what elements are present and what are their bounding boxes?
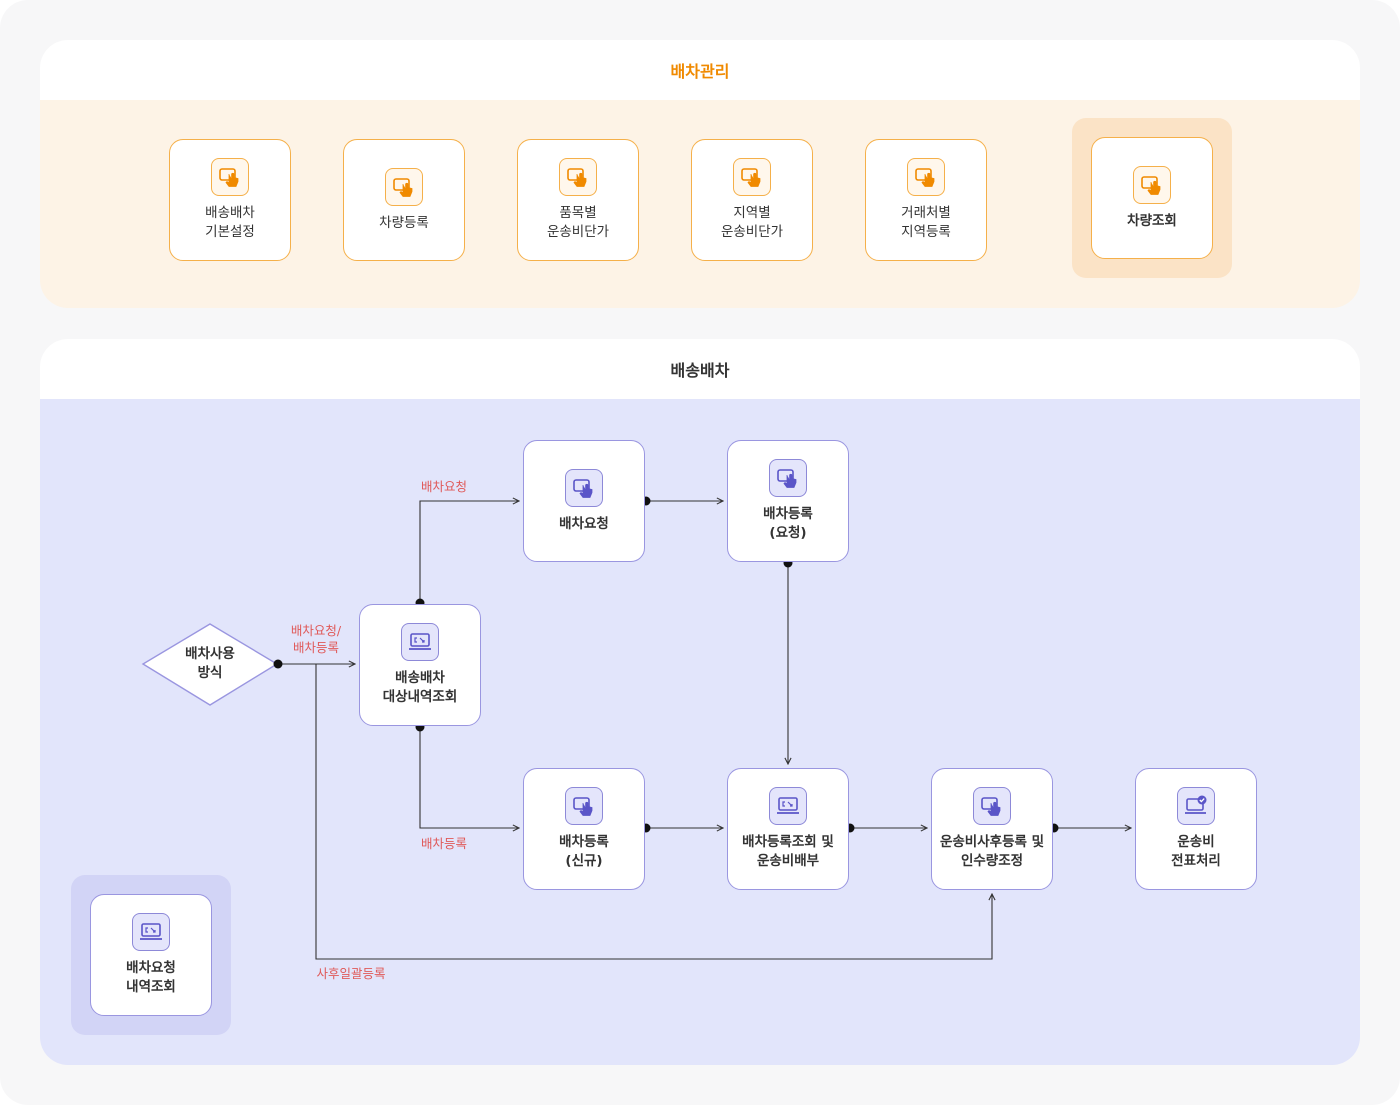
card-customer-region[interactable]: 거래처별 지역등록 xyxy=(865,139,987,261)
node-register-request[interactable]: 배차등록 (요청) xyxy=(727,440,849,562)
touch-screen-icon xyxy=(559,158,597,196)
node-register-lookup[interactable]: 배차등록조회 및 운송비배부 xyxy=(727,768,849,890)
laptop-icon xyxy=(769,787,807,825)
touch-screen-icon xyxy=(211,158,249,196)
dispatch-body xyxy=(40,399,1360,1065)
card-region-freight-rate[interactable]: 지역별 운송비단가 xyxy=(691,139,813,261)
edge-label-register: 배차등록 xyxy=(420,836,467,851)
node-label: 배차등록 (요청) xyxy=(763,506,813,541)
touch-screen-icon xyxy=(733,158,771,196)
edge-label-post-batch: 사후일괄등록 xyxy=(316,966,386,981)
node-label: 배차요청 xyxy=(559,515,609,532)
node-post-register[interactable]: 운송비사후등록 및 인수량조정 xyxy=(931,768,1053,890)
node-target-lookup[interactable]: 배송배차 대상내역조회 xyxy=(359,604,481,726)
node-label: 배차요청 내역조회 xyxy=(126,960,176,995)
node-label: 배송배차 대상내역조회 xyxy=(382,670,458,705)
card-vehicle-register[interactable]: 차량등록 xyxy=(343,139,465,261)
laptop-icon xyxy=(132,913,170,951)
node-voucher[interactable]: 운송비 전표처리 xyxy=(1135,768,1257,890)
card-label: 배송배차 기본설정 xyxy=(205,205,255,240)
touch-screen-icon xyxy=(973,787,1011,825)
management-title: 배차관리 xyxy=(40,40,1360,100)
card-vehicle-lookup[interactable]: 차량조회 xyxy=(1091,137,1213,259)
dispatch-panel: 배송배차 xyxy=(40,339,1360,1065)
touch-screen-icon xyxy=(907,158,945,196)
card-label: 품목별 운송비단가 xyxy=(546,205,610,240)
card-label: 지역별 운송비단가 xyxy=(720,205,784,240)
card-label: 거래처별 지역등록 xyxy=(901,205,951,240)
node-label: 배차등록 (신규) xyxy=(559,834,609,869)
node-request-history[interactable]: 배차요청 내역조회 xyxy=(90,894,212,1016)
touch-screen-icon xyxy=(1133,165,1171,204)
decision-label: 배차사용 방식 xyxy=(185,646,235,681)
laptop-icon xyxy=(401,623,439,661)
node-label: 운송비사후등록 및 인수량조정 xyxy=(939,834,1045,869)
edge-label-request-or-register: 배차요청/ 배차등록 xyxy=(290,623,342,655)
touch-screen-icon xyxy=(565,787,603,825)
edge-batch-post-register xyxy=(315,664,992,960)
touch-screen-icon xyxy=(385,167,423,206)
card-basic-settings[interactable]: 배송배차 기본설정 xyxy=(169,139,291,261)
card-label: 차량조회 xyxy=(1127,212,1177,229)
node-request[interactable]: 배차요청 xyxy=(523,440,645,562)
node-label: 배차등록조회 및 운송비배부 xyxy=(742,834,834,869)
edge-label-request: 배차요청 xyxy=(420,479,467,494)
touch-screen-icon xyxy=(565,468,603,507)
node-register-new[interactable]: 배차등록 (신규) xyxy=(523,768,645,890)
edge-lookup-to-register-new xyxy=(419,727,519,828)
decision-diamond xyxy=(141,623,279,706)
card-label: 차량등록 xyxy=(379,214,429,231)
edge-lookup-to-request xyxy=(419,501,519,603)
connector-dot xyxy=(273,659,283,669)
touch-screen-icon xyxy=(769,459,807,497)
dispatch-title: 배송배차 xyxy=(40,339,1360,399)
card-item-freight-rate[interactable]: 품목별 운송비단가 xyxy=(517,139,639,261)
node-label: 운송비 전표처리 xyxy=(1171,834,1221,869)
laptop-check-icon xyxy=(1177,787,1215,825)
